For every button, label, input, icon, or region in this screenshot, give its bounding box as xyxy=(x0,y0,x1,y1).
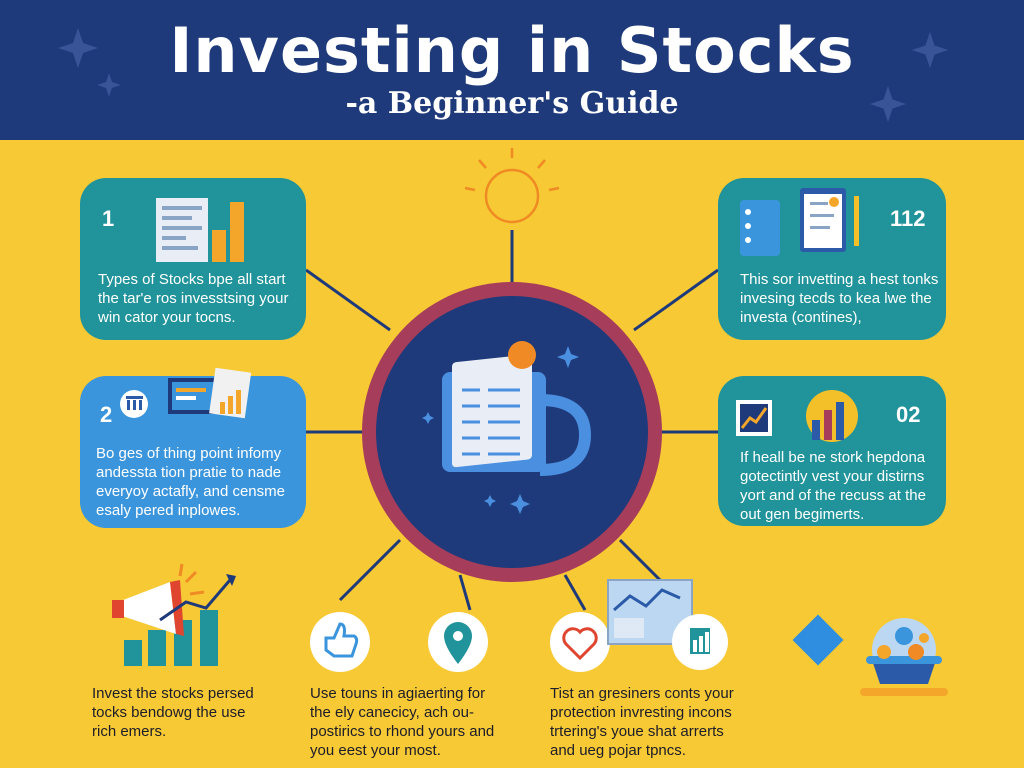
sparkle-icon xyxy=(97,73,121,97)
idea-bowl-icon xyxy=(860,618,948,696)
mug-document-icon xyxy=(442,341,592,476)
sparkle-icon xyxy=(911,31,949,69)
trend-board-icon xyxy=(607,579,728,670)
card-number: 2 xyxy=(100,402,113,427)
card-number: 02 xyxy=(896,402,921,427)
chart-frames-icon xyxy=(736,390,858,442)
clipboard-checklist-icon xyxy=(740,188,859,256)
document-chart-icon xyxy=(156,198,244,262)
header-banner: Investing in Stocks -a Beginner's Guide xyxy=(0,0,1024,140)
sparkle-icon xyxy=(557,346,579,368)
card-number: 112 xyxy=(890,206,926,231)
sparkle-icon xyxy=(869,85,907,123)
page-title: Investing in Stocks xyxy=(169,14,855,87)
page-subtitle: -a Beginner's Guide xyxy=(345,86,679,121)
location-pin-icon xyxy=(428,612,488,672)
sun-icon xyxy=(464,148,560,224)
sparkle-icon xyxy=(422,412,434,424)
sparkle-icon xyxy=(484,495,496,507)
heart-icon xyxy=(550,612,610,672)
sparkle-icon xyxy=(510,494,530,514)
bank-laptop-icon xyxy=(120,367,252,419)
megaphone-growth-icon xyxy=(112,563,236,666)
diamond-shape xyxy=(792,614,844,666)
connector-lines xyxy=(305,230,719,611)
card-number: 1 xyxy=(102,206,115,231)
thumbs-up-icon xyxy=(310,612,370,672)
sparkle-icon xyxy=(58,28,98,68)
